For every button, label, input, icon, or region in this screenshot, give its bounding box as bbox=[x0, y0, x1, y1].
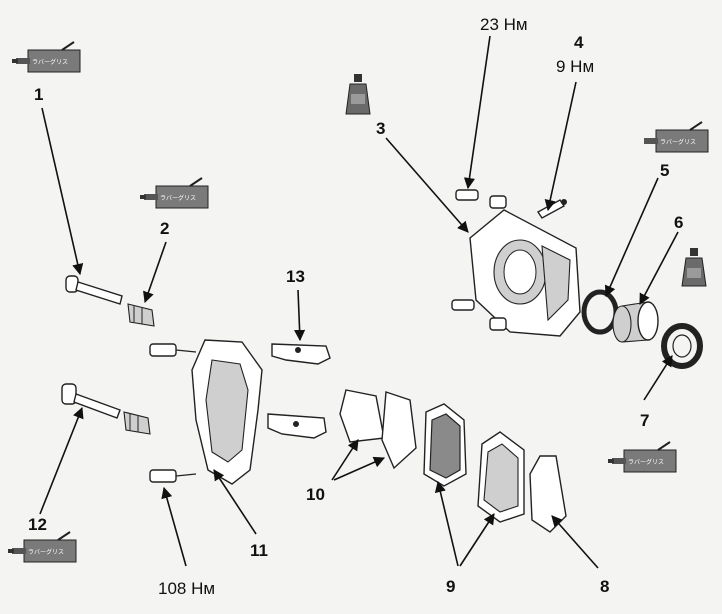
leader-12 bbox=[39, 406, 84, 515]
pin-boot-upper bbox=[127, 303, 155, 327]
leader-108nm bbox=[161, 486, 187, 567]
svg-text:ラバーグリス: ラバーグリス bbox=[28, 548, 64, 556]
leader-3 bbox=[385, 137, 469, 233]
grease-tube-icon: ラバーグリス bbox=[644, 121, 709, 153]
brake-pad-outer bbox=[477, 431, 525, 523]
callout-7: 7 bbox=[640, 411, 649, 430]
brake-fluid-bottle-icon bbox=[345, 74, 371, 115]
leader-6 bbox=[639, 231, 679, 305]
leader-9b bbox=[459, 513, 495, 567]
leader-5 bbox=[604, 177, 659, 298]
bracket-bolt-upper bbox=[149, 343, 177, 357]
callout-10: 10 bbox=[306, 485, 325, 504]
mounting-bolt-23 bbox=[455, 189, 479, 201]
brake-fluid-bottle-icon bbox=[681, 248, 707, 287]
callout-9: 9 bbox=[446, 577, 455, 596]
leader-8 bbox=[551, 515, 599, 569]
torque-label-9nm: 9 Нм bbox=[556, 57, 594, 76]
outer-shim bbox=[529, 455, 567, 533]
piston-seal bbox=[581, 289, 619, 335]
caliper-bolt-lower bbox=[489, 317, 507, 331]
callout-2: 2 bbox=[160, 219, 169, 238]
leader-7 bbox=[643, 355, 673, 401]
leader-13 bbox=[294, 289, 306, 342]
callout-13: 13 bbox=[286, 267, 305, 286]
svg-text:ラバーグリス: ラバーグリス bbox=[628, 458, 664, 466]
piston-dust-boot bbox=[661, 323, 703, 369]
grease-tube-icon: ラバーグリス bbox=[140, 177, 209, 209]
svg-text:ラバーグリス: ラバーグリス bbox=[660, 138, 696, 146]
caliper-bolt-upper bbox=[489, 195, 507, 209]
caliper-bracket bbox=[149, 339, 263, 485]
leader-10b bbox=[333, 456, 386, 481]
callout-6: 6 bbox=[674, 213, 683, 232]
bracket-bolt-lower bbox=[149, 469, 177, 483]
pad-clips bbox=[267, 343, 331, 439]
mounting-bolt-lower bbox=[451, 299, 475, 311]
leader-23nm bbox=[463, 35, 491, 190]
leader-10a bbox=[331, 439, 359, 481]
callout-11: 11 bbox=[250, 541, 268, 560]
callout-8: 8 bbox=[600, 577, 609, 596]
leader-2 bbox=[143, 241, 167, 304]
leader-4 bbox=[544, 81, 577, 212]
piston bbox=[612, 301, 659, 343]
callout-5: 5 bbox=[660, 161, 669, 180]
callout-1: 1 bbox=[34, 85, 43, 104]
torque-label-108nm: 108 Нм bbox=[158, 579, 215, 598]
guide-pin-upper bbox=[65, 275, 123, 305]
callout-3: 3 bbox=[376, 119, 385, 138]
grease-tube-icon: ラバーグリス bbox=[12, 41, 81, 73]
brake-pad-inner bbox=[423, 403, 467, 487]
svg-text:ラバーグリス: ラバーグリス bbox=[160, 194, 196, 202]
torque-label-23nm: 23 Нм bbox=[480, 15, 528, 34]
leader-9a bbox=[434, 480, 459, 567]
guide-pin-lower bbox=[61, 383, 121, 419]
pad-shims bbox=[339, 389, 417, 470]
pin-boot-lower bbox=[123, 411, 151, 435]
bleeder-screw bbox=[536, 199, 567, 219]
grease-tube-icon: ラバーグリス bbox=[608, 441, 677, 473]
grease-tube-icon: ラバーグリス bbox=[8, 531, 77, 563]
leader-1 bbox=[41, 107, 84, 276]
caliper-body bbox=[451, 189, 581, 337]
svg-text:ラバーグリス: ラバーグリス bbox=[32, 58, 68, 66]
leader-11 bbox=[213, 469, 257, 535]
callout-4: 4 bbox=[574, 33, 584, 52]
callout-12: 12 bbox=[28, 515, 47, 534]
